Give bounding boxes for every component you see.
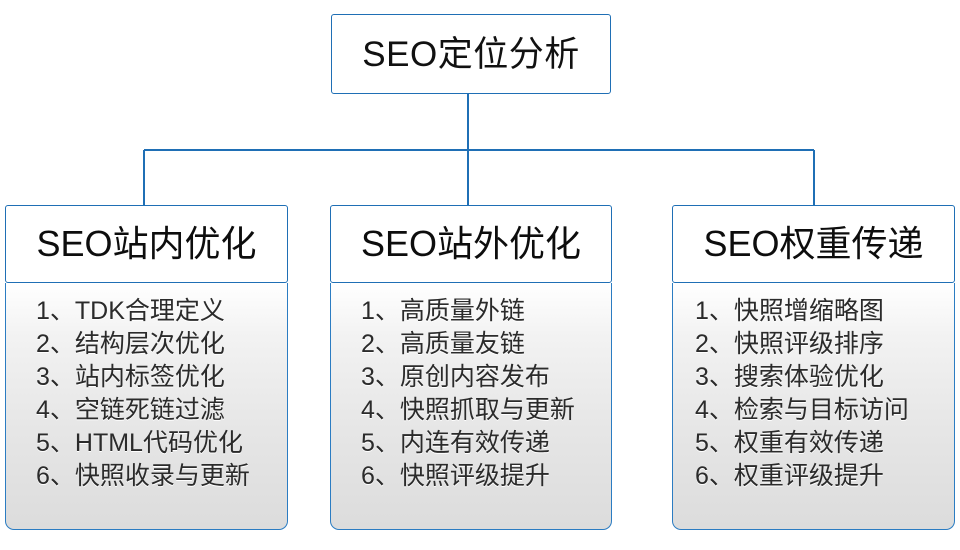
list-item: 2、高质量友链: [361, 330, 525, 358]
list-item: 5、内连有效传递: [361, 429, 550, 457]
branch-3-body: 1、快照增缩略图 2、快照评级排序 3、搜索体验优化 4、检索与目标访问 5、权…: [672, 283, 955, 530]
list-item: 4、快照抓取与更新: [361, 396, 575, 424]
root-node-label: SEO定位分析: [362, 34, 580, 74]
list-item: 5、HTML代码优化: [36, 429, 243, 457]
list-item: 4、空链死链过滤: [36, 396, 225, 424]
branch-2-list: 1、高质量外链 2、高质量友链 3、原创内容发布 4、快照抓取与更新 5、内连有…: [331, 295, 611, 493]
branch-1-header[interactable]: SEO站内优化: [5, 205, 288, 283]
list-item: 6、快照收录与更新: [36, 462, 250, 490]
list-item: 6、权重评级提升: [695, 462, 884, 490]
branch-1-title: SEO站内优化: [36, 223, 257, 264]
list-item: 4、检索与目标访问: [695, 396, 909, 424]
branch-3-header[interactable]: SEO权重传递: [672, 205, 955, 283]
list-item: 1、TDK合理定义: [36, 297, 225, 325]
list-item: 3、搜索体验优化: [695, 363, 884, 391]
list-item: 2、结构层次优化: [36, 330, 225, 358]
branch-1-body: 1、TDK合理定义 2、结构层次优化 3、站内标签优化 4、空链死链过滤 5、H…: [5, 283, 288, 530]
list-item: 1、高质量外链: [361, 297, 525, 325]
branch-2-body: 1、高质量外链 2、高质量友链 3、原创内容发布 4、快照抓取与更新 5、内连有…: [330, 283, 612, 530]
branch-3-list: 1、快照增缩略图 2、快照评级排序 3、搜索体验优化 4、检索与目标访问 5、权…: [673, 295, 954, 493]
list-item: 5、权重有效传递: [695, 429, 884, 457]
branch-3-title: SEO权重传递: [703, 223, 924, 264]
list-item: 3、原创内容发布: [361, 363, 550, 391]
branch-column-3: SEO权重传递 1、快照增缩略图 2、快照评级排序 3、搜索体验优化 4、检索与…: [672, 205, 955, 530]
branch-column-2: SEO站外优化 1、高质量外链 2、高质量友链 3、原创内容发布 4、快照抓取与…: [330, 205, 612, 530]
list-item: 2、快照评级排序: [695, 330, 884, 358]
list-item: 3、站内标签优化: [36, 363, 225, 391]
root-node[interactable]: SEO定位分析: [331, 14, 611, 94]
branch-1-list: 1、TDK合理定义 2、结构层次优化 3、站内标签优化 4、空链死链过滤 5、H…: [6, 295, 287, 493]
branch-column-1: SEO站内优化 1、TDK合理定义 2、结构层次优化 3、站内标签优化 4、空链…: [5, 205, 288, 530]
branch-2-title: SEO站外优化: [360, 223, 582, 264]
list-item: 6、快照评级提升: [361, 462, 550, 490]
list-item: 1、快照增缩略图: [695, 297, 884, 325]
branch-2-header[interactable]: SEO站外优化: [330, 205, 612, 283]
